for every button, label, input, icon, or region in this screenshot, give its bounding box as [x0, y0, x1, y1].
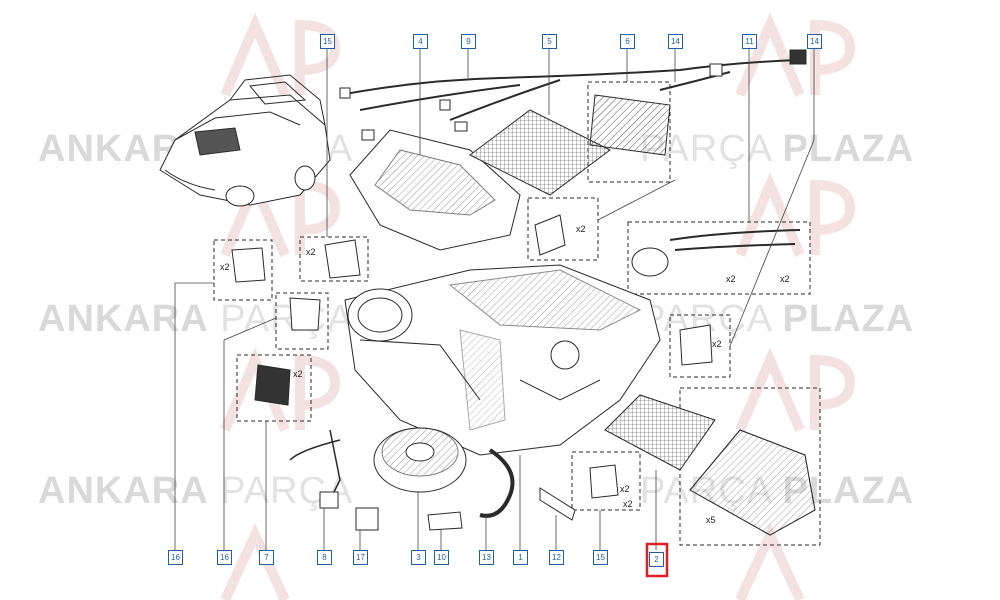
part-label-16[interactable]: 16 [168, 550, 183, 565]
part-label-15[interactable]: 15 [320, 34, 335, 49]
part-label-17[interactable]: 17 [353, 550, 368, 565]
quantity-marks: x2 x2 x2 x2 x2 x2 x2 x2 x2 x5 [220, 224, 790, 525]
heater-core [604, 394, 716, 471]
clip-bracket [427, 511, 463, 531]
part-label-9[interactable]: 9 [461, 34, 476, 49]
quantity-mark: x2 [306, 247, 316, 257]
part-label-3[interactable]: 3 [411, 550, 426, 565]
heater-pipes [631, 229, 801, 277]
quantity-mark: x2 [726, 274, 736, 284]
wiring-connector [289, 429, 341, 501]
detail-boxes [213, 81, 821, 546]
temperature-sensor [289, 297, 321, 331]
part-label-5[interactable]: 5 [542, 34, 557, 49]
actuator-motor [324, 239, 361, 279]
quantity-mark: x2 [220, 262, 230, 272]
actuator-motor [589, 464, 619, 499]
part-label-7[interactable]: 7 [259, 550, 274, 565]
quantity-mark: x2 [623, 499, 633, 509]
part-label-14[interactable]: 14 [668, 34, 683, 49]
part-label-1[interactable]: 1 [513, 550, 528, 565]
drain-hose [479, 448, 515, 518]
car-illustration [159, 74, 331, 207]
leader-lines [174, 44, 815, 550]
quantity-mark: x2 [712, 339, 722, 349]
sensor-probe [539, 487, 576, 521]
quantity-mark: x5 [706, 515, 716, 525]
part-label-16[interactable]: 16 [217, 550, 232, 565]
actuator-motor [679, 324, 713, 366]
wiring-harness [339, 49, 807, 141]
watermark-text: ANKARA PARÇA [38, 298, 354, 340]
quantity-mark: x2 [293, 369, 303, 379]
filter-grille [589, 94, 671, 156]
cabin-filter [469, 109, 611, 196]
part-label-12[interactable]: 12 [549, 550, 564, 565]
hvac-main-housing [344, 264, 661, 456]
part-label-13[interactable]: 13 [479, 550, 494, 565]
blower-motor [373, 427, 467, 493]
lower-cover [689, 429, 816, 536]
part-label-2-highlighted[interactable]: 2 [649, 552, 664, 567]
quantity-mark: x2 [576, 224, 586, 234]
actuator-motor [534, 214, 566, 256]
quantity-mark: x2 [620, 484, 630, 494]
relay-module [355, 507, 379, 531]
part-label-8[interactable]: 8 [317, 550, 332, 565]
blower-resistor [254, 364, 291, 406]
connector-plug [319, 491, 339, 509]
quantity-mark: x2 [780, 274, 790, 284]
watermark-text: PARÇA PLAZA [640, 298, 915, 340]
actuator-motor [231, 247, 266, 283]
part-label-15[interactable]: 15 [593, 550, 608, 565]
part-label-14[interactable]: 14 [807, 34, 822, 49]
part-label-11[interactable]: 11 [742, 34, 757, 49]
highlight-box [645, 542, 669, 578]
part-label-10[interactable]: 10 [434, 550, 449, 565]
part-label-6[interactable]: 6 [620, 34, 635, 49]
part-label-4[interactable]: 4 [413, 34, 428, 49]
watermark-text: ANKARA PARÇA [38, 470, 354, 512]
